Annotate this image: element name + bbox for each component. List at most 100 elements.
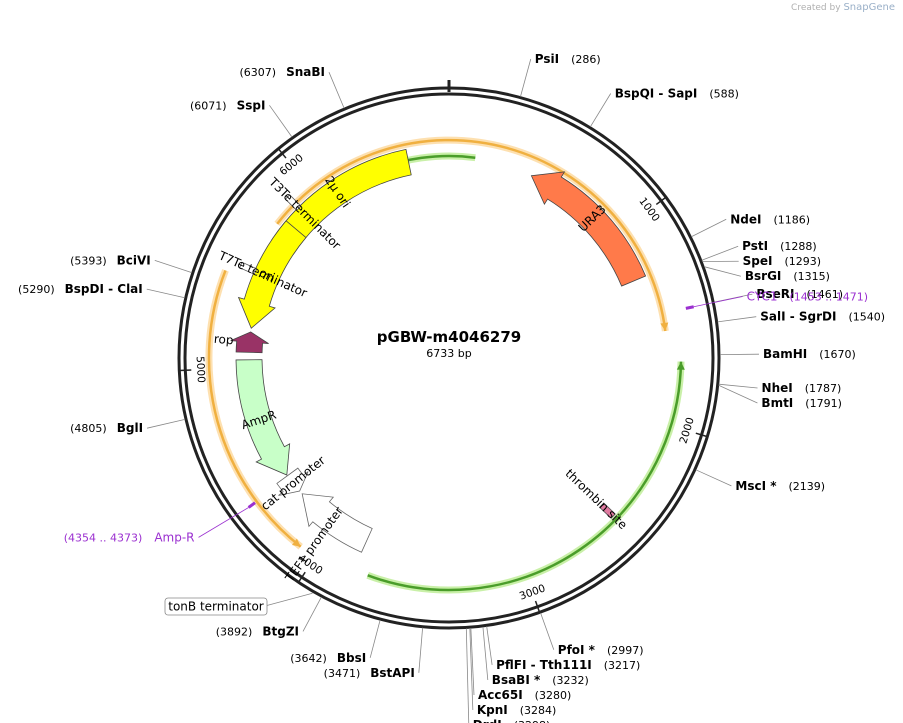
watermark-prefix: Created by: [791, 3, 841, 13]
site-bspqi-sapi[interactable]: BspQI - SapI (588): [590, 87, 739, 127]
primer-cyc1[interactable]: CYC1(1453 .. 1471): [685, 289, 868, 310]
site-text: KpnI(3284): [477, 703, 556, 717]
site-coord: (6307): [239, 66, 276, 79]
site-name: BstAPI: [370, 666, 415, 680]
site-name: PsiI: [535, 52, 559, 66]
primer-name: Amp-R: [154, 530, 194, 544]
site-name: BmtI: [761, 396, 793, 410]
site-coord: (2139): [789, 480, 826, 493]
site-bbsi[interactable]: (3642) BbsI: [290, 619, 381, 665]
site-snabi[interactable]: (6307) SnaBI: [239, 65, 345, 109]
site-leader: [465, 628, 470, 723]
tick-mark: [297, 571, 306, 583]
site-leader: [369, 619, 381, 658]
site-coord: (3217): [604, 659, 641, 672]
site-name: PflFI - Tth111I: [496, 658, 592, 672]
site-sali-sgrdi[interactable]: SalI - SgrDI(1540): [717, 310, 885, 324]
tick-label: 1000: [636, 195, 662, 224]
site-coord: (3298): [514, 719, 551, 723]
site-nhei[interactable]: NheI(1787): [718, 381, 842, 395]
tick-mark: [655, 196, 667, 206]
site-drdi[interactable]: DrdI(3298): [465, 628, 551, 723]
site-bspdi-clai[interactable]: (5290)BspDI - ClaI: [18, 282, 185, 299]
site-leader: [146, 418, 186, 429]
feature-ampr[interactable]: AmpR: [235, 359, 291, 476]
site-msci[interactable]: MscI * (2139): [695, 469, 825, 493]
tonb-label-text: tonB terminator: [168, 600, 264, 614]
site-name: BciVI: [117, 253, 151, 267]
site-name: MscI *: [735, 479, 777, 493]
site-psti[interactable]: PstI(1288): [701, 239, 817, 261]
site-bcivi[interactable]: (5393)BciVI: [70, 253, 192, 274]
site-coord: (1315): [793, 270, 830, 283]
site-name: NdeI: [730, 212, 761, 226]
site-name: BspQI - SapI: [615, 87, 698, 101]
site-name: SpeI: [743, 254, 773, 268]
feature-ura3[interactable]: URA3: [530, 171, 647, 287]
site-leader: [470, 628, 475, 696]
site-coord: (1293): [785, 255, 822, 268]
site-coord: (3642): [290, 652, 327, 665]
site-pfoi[interactable]: PfoI *(2997): [540, 612, 644, 657]
site-btgzi[interactable]: (3892)BtgZI: [216, 596, 322, 638]
feature-rop[interactable]: rop: [213, 331, 269, 354]
feature-ori[interactable]: ori: [237, 220, 307, 329]
site-text: BsaBI *(3232): [492, 673, 589, 687]
site-psii[interactable]: PsiI(286): [520, 52, 601, 97]
site-coord: (2997): [607, 644, 644, 657]
site-leader: [486, 626, 493, 666]
site-text: Acc65I(3280): [478, 688, 571, 702]
site-leader: [469, 628, 474, 711]
site-text: MscI * (2139): [735, 479, 825, 493]
primer-layer: CYC1(1453 .. 1471) (4354 .. 4373)Amp-R ton…: [64, 289, 868, 616]
site-leader: [418, 627, 424, 673]
site-sspi[interactable]: (6071)SspI: [190, 98, 293, 138]
snapgene-watermark: Created by SnapGene: [791, 2, 895, 13]
site-name: BsrGI: [745, 269, 782, 283]
tonb-terminator-label[interactable]: tonB terminator: [164, 592, 313, 616]
site-coord: (3232): [552, 674, 589, 687]
site-leader: [704, 266, 741, 277]
site-kpni[interactable]: KpnI(3284): [469, 628, 556, 717]
feature-thrombin-site[interactable]: thrombin site: [563, 466, 630, 532]
site-bamhi[interactable]: BamHI(1670): [719, 347, 856, 361]
site-name: BseRI: [756, 287, 794, 301]
site-text: BsrGI (1315): [745, 269, 830, 283]
site-name: NheI: [762, 381, 793, 395]
site-bstapi[interactable]: (3471)BstAPI: [324, 627, 424, 680]
site-coord: (588): [709, 88, 739, 101]
site-text: NdeI(1186): [730, 212, 810, 226]
site-name: BbsI: [337, 651, 366, 665]
site-bseri[interactable]: BseRI(1461): [714, 287, 843, 303]
tick-label: 6000: [278, 152, 306, 178]
site-bsrgi[interactable]: BsrGI (1315): [704, 266, 830, 284]
site-ndei[interactable]: NdeI(1186): [691, 212, 810, 238]
site-text: SalI - SgrDI(1540): [760, 310, 885, 324]
site-bgli[interactable]: (4805)BglI: [70, 418, 186, 435]
site-text: (5393)BciVI: [70, 253, 151, 267]
site-name: SnaBI: [286, 65, 325, 79]
primer-amp-r[interactable]: (4354 .. 4373)Amp-R: [64, 501, 256, 545]
tick-label: 3000: [518, 582, 547, 602]
site-pflfi-tth111i[interactable]: PflFI - Tth111I (3217): [486, 626, 641, 672]
site-bsabi[interactable]: BsaBI *(3232): [482, 626, 589, 687]
site-text: PsiI(286): [535, 52, 601, 66]
site-bmti[interactable]: BmtI(1791): [718, 384, 842, 410]
site-name: PstI: [742, 239, 768, 253]
site-text: PstI(1288): [742, 239, 817, 253]
site-text: NheI(1787): [762, 381, 842, 395]
site-text: BamHI(1670): [763, 347, 856, 361]
feature-label: ori: [257, 266, 277, 285]
site-spei[interactable]: SpeI (1293): [702, 254, 821, 268]
site-text: (6307) SnaBI: [239, 65, 324, 79]
feature-2-ori[interactable]: 2μ ori: [271, 148, 412, 255]
site-text: BseRI(1461): [756, 287, 843, 301]
site-name: BtgZI: [262, 624, 299, 638]
site-acc65i[interactable]: Acc65I(3280): [470, 628, 571, 702]
tick-mark: [277, 148, 287, 159]
site-name: SspI: [237, 98, 266, 112]
site-leader: [482, 626, 489, 681]
tick-mark: [534, 600, 541, 613]
